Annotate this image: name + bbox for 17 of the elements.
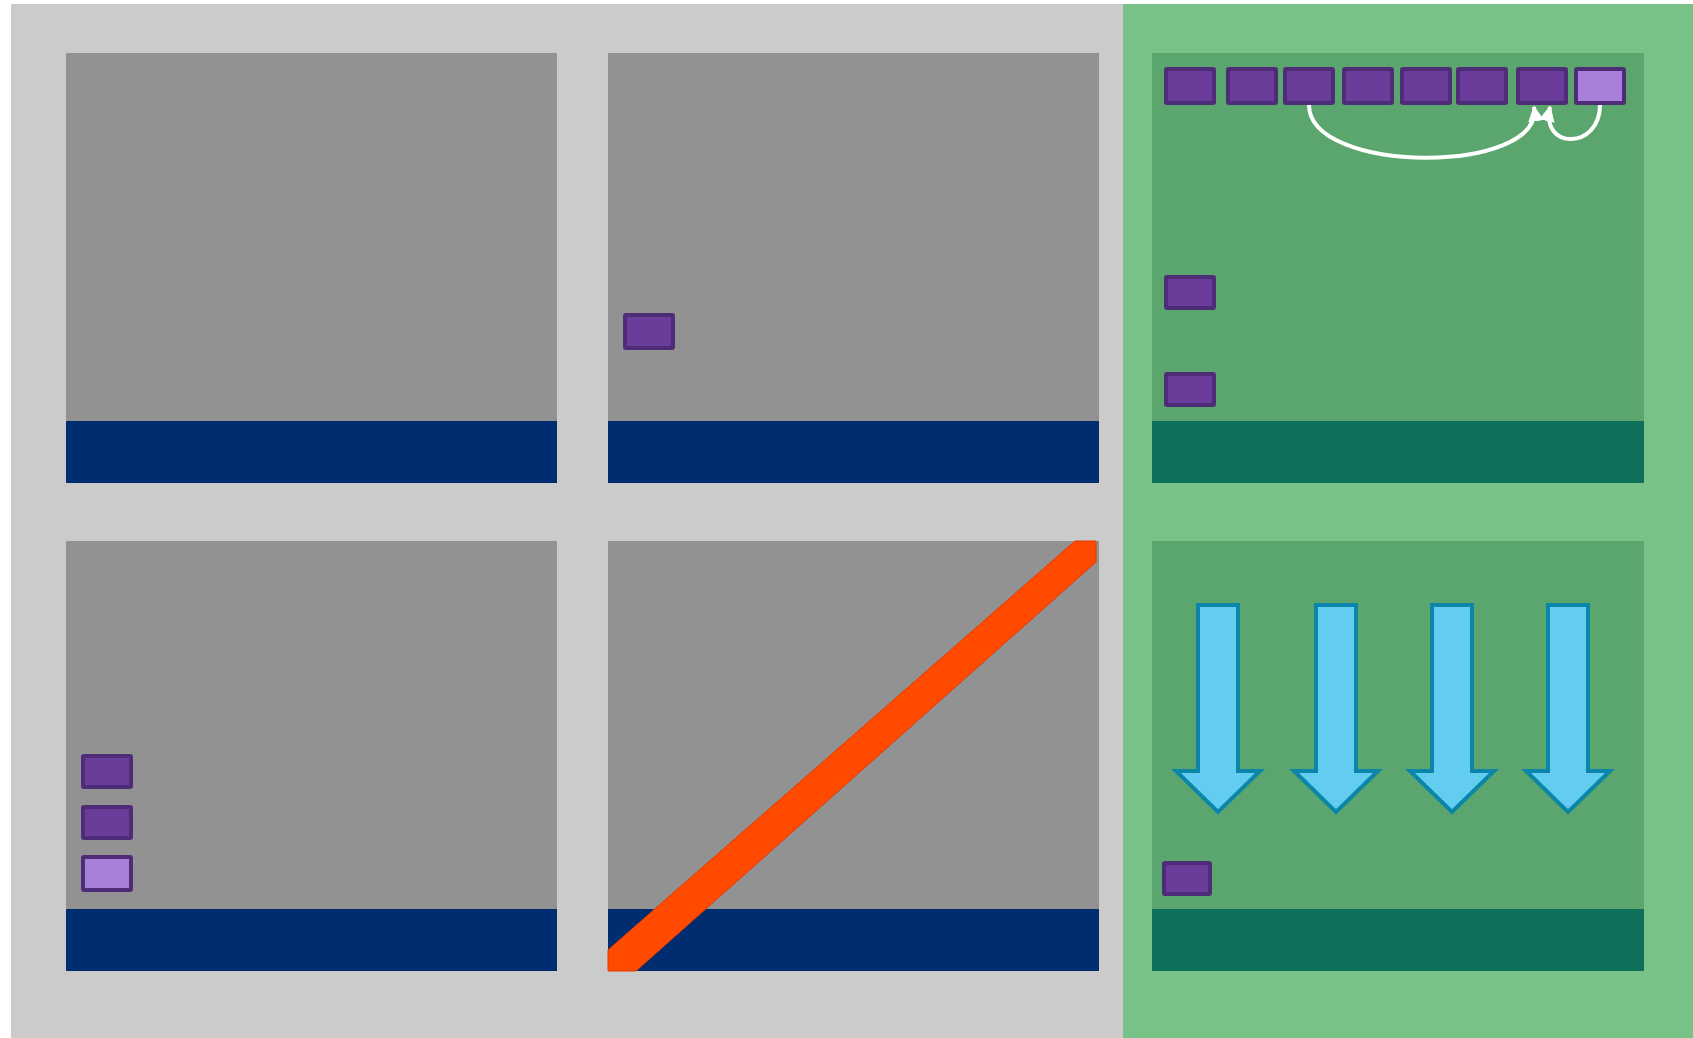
block [1342, 67, 1394, 105]
block [1164, 372, 1216, 407]
block [1283, 67, 1335, 105]
block [81, 805, 133, 840]
block [1226, 67, 1278, 105]
block [1400, 67, 1452, 105]
block [81, 754, 133, 789]
block [1164, 67, 1216, 105]
block [81, 855, 133, 892]
block [623, 313, 675, 350]
block [1516, 67, 1568, 105]
block [1456, 67, 1508, 105]
arrow [1540, 104, 1602, 141]
arrow [1307, 104, 1540, 160]
block [1162, 861, 1212, 896]
block [1164, 275, 1216, 310]
block [1574, 67, 1626, 105]
